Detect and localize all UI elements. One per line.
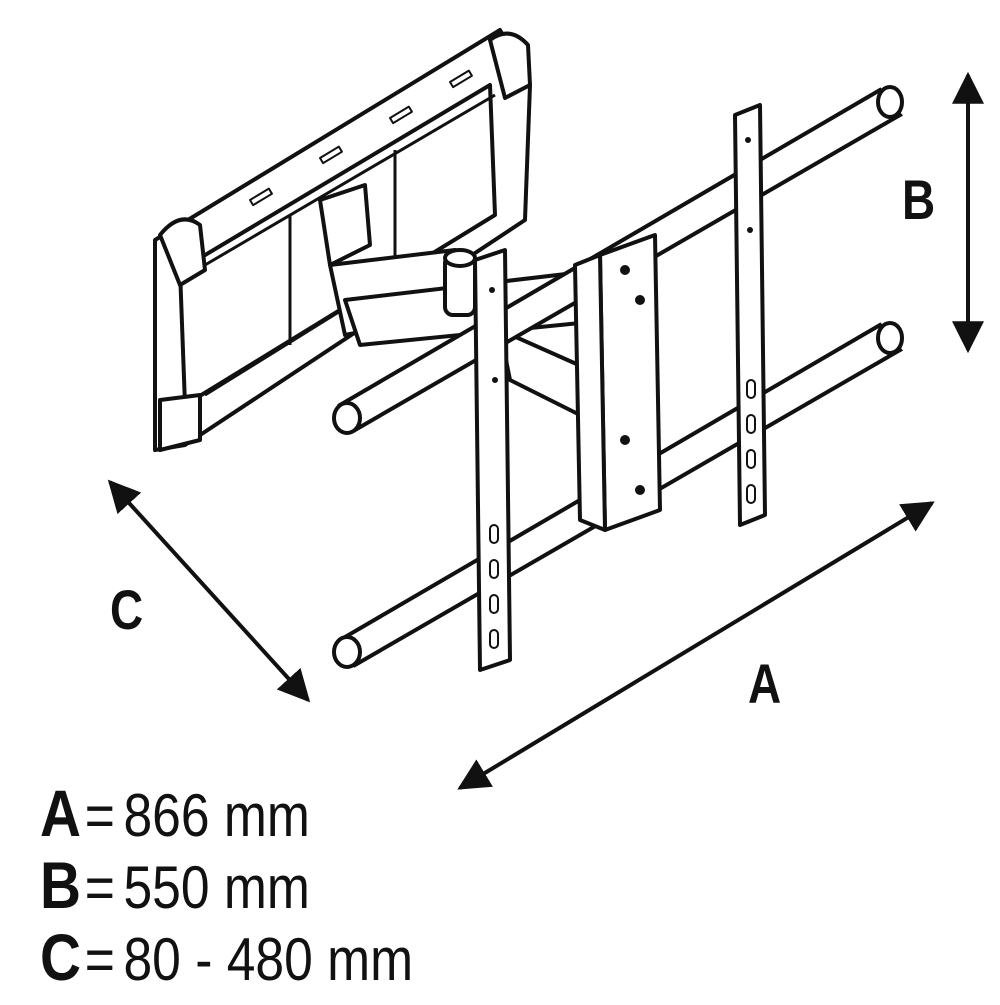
legend-value: 550 mm — [123, 854, 310, 921]
legend-equals: = — [84, 782, 115, 849]
dimension-arrow-a — [457, 501, 935, 790]
center-carriage — [573, 233, 662, 532]
wall-plate-bottom-left-cap — [158, 393, 202, 452]
dimension-arrow-c — [107, 479, 311, 703]
legend-key: B — [40, 848, 81, 922]
dimension-legend: A = 866 mm B = 550 mm C = 80 - 480 mm — [40, 775, 474, 994]
dimension-label-c: C — [110, 578, 144, 641]
arm-hinge-block — [318, 183, 372, 267]
legend-key: C — [40, 920, 81, 994]
legend-key: A — [40, 776, 81, 850]
legend-value: 866 mm — [123, 782, 310, 849]
legend-equals: = — [84, 854, 115, 921]
dimension-label-b: B — [902, 168, 936, 231]
wall-plate-top-left-cap — [158, 217, 207, 287]
wall-plate-top-right-cap — [488, 31, 532, 100]
legend-row-b: B = 550 mm — [40, 847, 413, 922]
legend-row-a: A = 866 mm — [40, 775, 413, 850]
rail-bottom-end-cap — [332, 635, 362, 669]
rail-top-end-cap — [332, 401, 362, 435]
dimension-label-a: A — [748, 652, 782, 715]
legend-equals: = — [84, 926, 115, 993]
legend-row-c: C = 80 - 480 mm — [40, 919, 414, 994]
legend-value: 80 - 480 mm — [123, 926, 414, 993]
